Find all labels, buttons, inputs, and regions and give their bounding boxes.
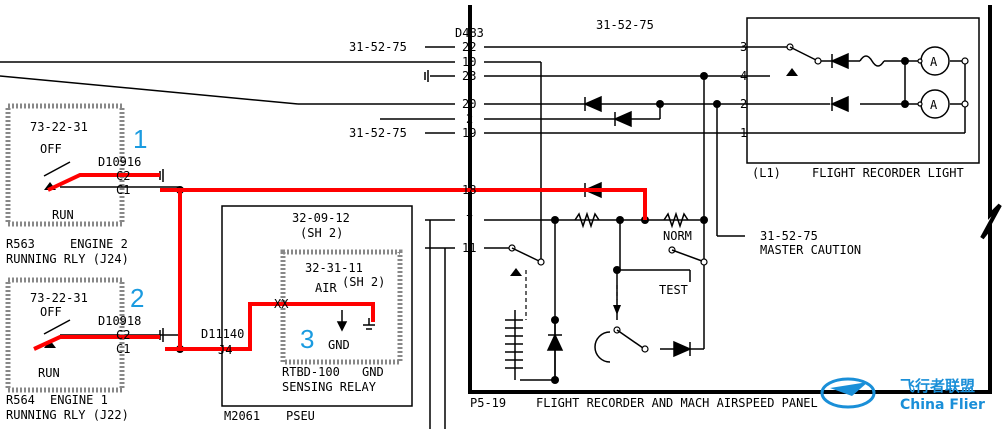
sensing-pin: XX [274, 297, 289, 311]
black-wires [0, 46, 966, 429]
svg-text:3: 3 [740, 40, 747, 54]
fuse-icon [859, 55, 885, 67]
lamps [920, 46, 950, 119]
resistors [574, 211, 689, 229]
sensing-sheet: (SH 2) [342, 275, 385, 289]
lamp-label: A [930, 98, 938, 112]
sensing-gnd: GND [362, 365, 384, 379]
relay2-pin-b: C1 [116, 342, 130, 356]
lamp-label: A [930, 55, 938, 69]
arrow-markers [44, 68, 798, 348]
diodes [546, 52, 849, 358]
pseu-name: M2061 [224, 409, 260, 423]
svg-text:4: 4 [740, 69, 747, 83]
switch-blades [43, 46, 817, 349]
test-label: TEST [659, 283, 688, 297]
pseu-ref: 32-09-12 [292, 211, 350, 225]
pseu-title: PSEU [286, 409, 315, 423]
panel-ref: 31-52-75 [596, 18, 654, 32]
marker-2: 2 [130, 283, 144, 313]
relay1-subtitle: RUNNING RLY (J24) [6, 252, 129, 266]
svg-text:7: 7 [466, 213, 473, 227]
sensing-name: RTBD-100 [282, 365, 340, 379]
test-button-arc [594, 331, 611, 363]
relay1-pin-a: C2 [116, 169, 130, 183]
panel-frame [468, 5, 1002, 394]
ref-label: 31-52-75 [349, 126, 407, 140]
relay1-name: R563 [6, 237, 35, 251]
svg-text:23: 23 [462, 69, 476, 83]
relay2-subtitle: RUNNING RLY (J22) [6, 408, 129, 422]
relay2-run: RUN [38, 366, 60, 380]
light-title: FLIGHT RECORDER LIGHT [812, 166, 964, 180]
panel-title: FLIGHT RECORDER AND MACH AIRSPEED PANEL [536, 396, 818, 410]
relay1-run: RUN [52, 208, 74, 222]
switch-contacts [508, 43, 969, 353]
relay1-connector: D10916 [98, 155, 141, 169]
svg-text:2: 2 [740, 97, 747, 111]
pseu-sheet: (SH 2) [300, 226, 343, 240]
highlight-path [33, 173, 647, 351]
marker-1: 1 [133, 124, 147, 154]
right-pin-labels: 3 4 2 1 [740, 40, 747, 140]
svg-text:China Flier: China Flier [900, 397, 985, 413]
panel-name: P5-19 [470, 396, 506, 410]
ground-icon [159, 70, 429, 342]
relay2-pin-a: C2 [116, 328, 130, 342]
relay1-pin-b: C1 [116, 183, 130, 197]
pseu-box [221, 205, 413, 407]
relay2-connector: D10918 [98, 314, 141, 328]
caution-title: MASTER CAUTION [760, 243, 861, 257]
svg-text:飞行者联盟: 飞行者联盟 [900, 377, 975, 395]
pseu-connector: D11140 [201, 327, 244, 341]
svg-text:2: 2 [466, 112, 473, 126]
svg-text:1: 1 [740, 126, 747, 140]
relay1-off: OFF [40, 142, 62, 156]
relay2-title: ENGINE 1 [50, 393, 108, 407]
svg-text:11: 11 [462, 241, 476, 255]
norm-label: NORM [663, 229, 692, 243]
relay1-title: ENGINE 2 [70, 237, 128, 251]
relay2-name: R564 [6, 393, 35, 407]
sensing-ref: 32-31-11 [305, 261, 363, 275]
svg-text:20: 20 [462, 97, 476, 111]
svg-text:18: 18 [462, 183, 476, 197]
sensing-air: AIR [315, 281, 337, 295]
svg-text:22: 22 [462, 40, 476, 54]
light-box [746, 17, 980, 164]
relay-coil-icon [505, 319, 523, 369]
sensing-title: SENSING RELAY [282, 380, 377, 394]
svg-text:19: 19 [462, 126, 476, 140]
relay2-off: OFF [40, 305, 62, 319]
connector-id: D483 [455, 26, 484, 40]
pseu-pin: J4 [218, 343, 232, 357]
light-label: (L1) [752, 166, 781, 180]
caution-ref: 31-52-75 [760, 229, 818, 243]
sensing-gnd-label: GND [328, 338, 350, 352]
watermark-logo: 飞行者联盟 China Flier [820, 377, 985, 413]
ref-label: 31-52-75 [349, 40, 407, 54]
relay2-ref: 73-22-31 [30, 291, 88, 305]
relay1-ref: 73-22-31 [30, 120, 88, 134]
svg-text:10: 10 [462, 55, 476, 69]
marker-3: 3 [300, 324, 314, 354]
left-pin-labels: 22 10 23 20 2 19 18 7 11 [462, 40, 476, 255]
